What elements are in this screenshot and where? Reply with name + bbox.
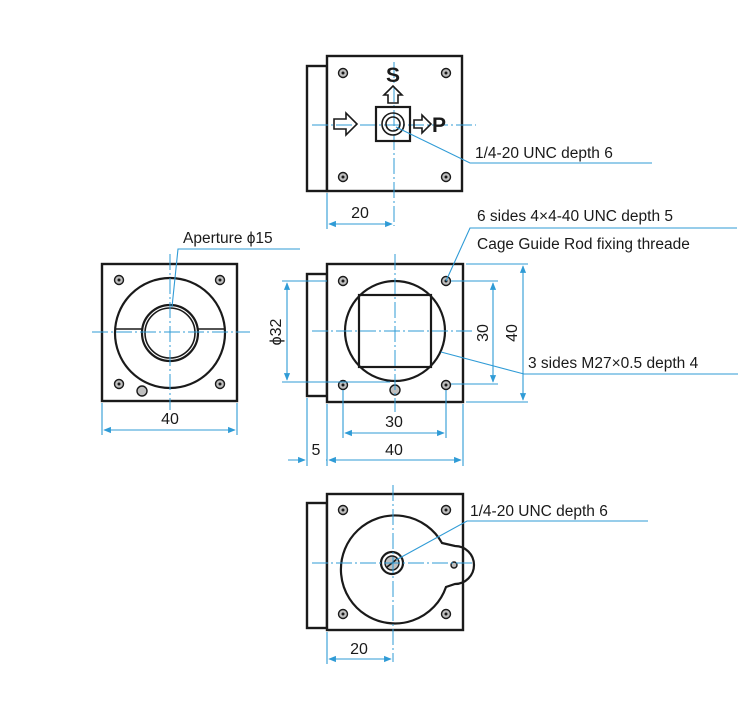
p-arrow-icon: [413, 113, 433, 135]
aperture-leader: [171, 248, 300, 308]
front-dim-40-vertical: 40: [504, 324, 521, 342]
front-view-screws: [337, 275, 452, 391]
front-view-side-flange: [305, 272, 329, 398]
bottom-view-screws: [337, 504, 452, 620]
left-view-screws: [113, 274, 226, 390]
mount-thread-note: 3 sides M27×0.5 depth 4: [528, 355, 699, 372]
side-thread-note: 6 sides 4×4-40 UNC depth 5: [477, 208, 673, 225]
bottom-note-leader: [395, 520, 648, 561]
front-view-cube-window: [357, 293, 433, 369]
front-view: 6 sides 4×4-40 UNC depth 5 Cage Guide Ro…: [268, 208, 738, 466]
top-note-leader: [395, 126, 652, 164]
top-dim-20: 20: [351, 205, 369, 222]
polarization-p-label: P: [432, 114, 446, 137]
polarization-s-label: S: [386, 64, 400, 87]
center-block: [374, 105, 412, 143]
s-arrow-icon: [382, 84, 404, 104]
front-dim-phi32: ϕ32: [268, 319, 285, 346]
bottom-view: 1/4-20 UNC depth 6 20: [305, 485, 648, 664]
left-view: Aperture ϕ15 40: [92, 230, 300, 435]
tapped-hole-inner: [385, 116, 401, 132]
top-view-side-flange: [305, 64, 329, 193]
front-dim-5: 5: [312, 442, 321, 459]
top-view: S P 1/4-20 UNC depth 6 20: [305, 54, 652, 229]
input-beam-arrow-icon: [333, 111, 359, 137]
front-dim-40-horizontal: 40: [385, 442, 403, 459]
top-view-screws: [337, 67, 452, 183]
tapped-hole-outer: [381, 112, 405, 136]
front-dim-30-horizontal: 30: [385, 414, 403, 431]
top-thread-note: 1/4-20 UNC depth 6: [475, 145, 613, 162]
bottom-view-side-flange: [305, 501, 329, 630]
bottom-thread-note: 1/4-20 UNC depth 6: [470, 503, 608, 520]
cage-guide-note: Cage Guide Rod fixing threade: [477, 236, 690, 253]
left-dim-40: 40: [161, 411, 179, 428]
bottom-view-base-plate: [339, 514, 476, 625]
bottom-dim-20: 20: [350, 641, 368, 658]
left-view-bottom-screw: [136, 385, 148, 397]
aperture-label: Aperture ϕ15: [183, 230, 273, 247]
side-thread-leader: [445, 227, 737, 282]
front-dim-30-vertical: 30: [475, 324, 492, 342]
